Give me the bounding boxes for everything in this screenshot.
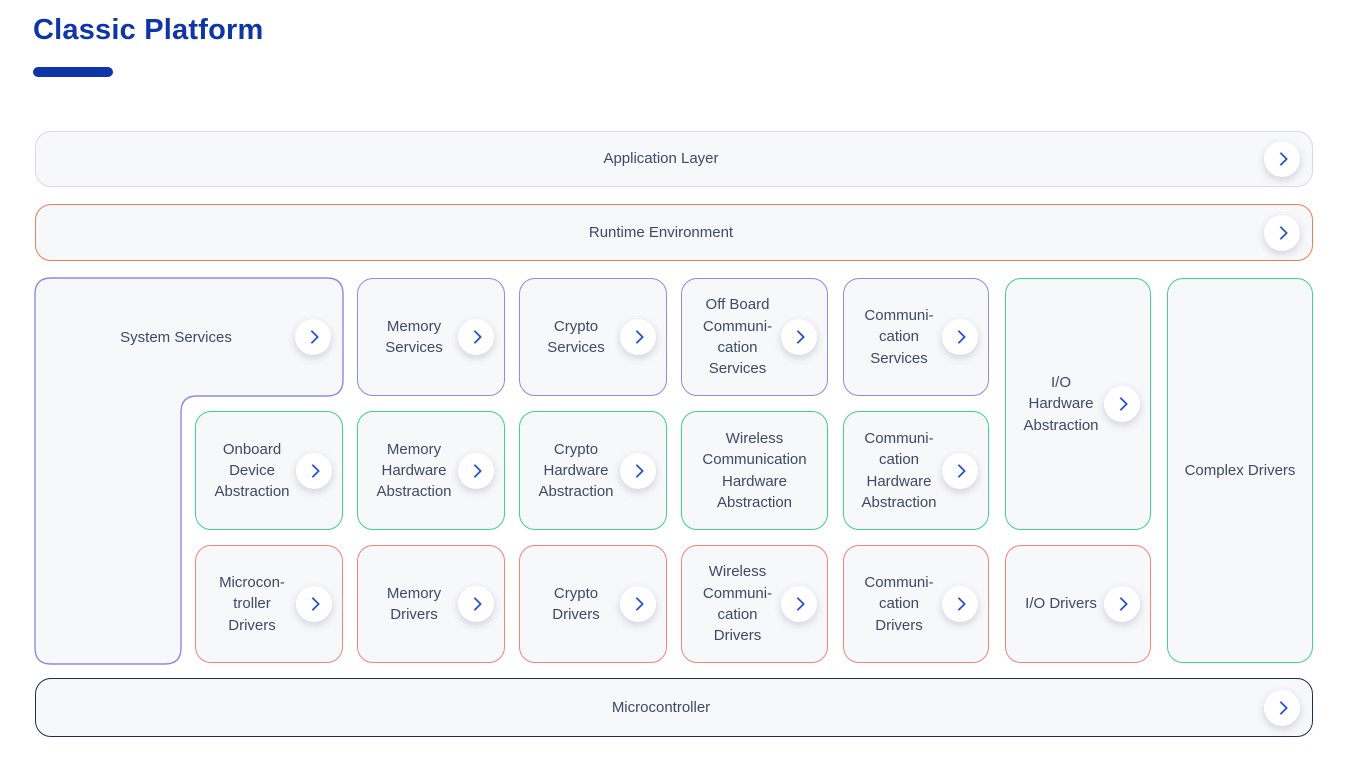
chevron-glyph <box>305 463 320 478</box>
box-label: Memory Drivers <box>386 584 442 623</box>
box-wireless-communication-hardware-abstraction[interactable]: Wireless Communication Hardware Abstract… <box>681 411 828 530</box>
box-memory-drivers[interactable]: Memory Drivers <box>357 545 505 663</box>
chevron-right-icon[interactable] <box>458 319 494 355</box>
chevron-glyph <box>951 463 966 478</box>
chevron-glyph <box>1113 596 1128 612</box>
chevron-glyph <box>304 329 319 345</box>
box-crypto-drivers[interactable]: Crypto Drivers <box>519 545 667 663</box>
box-label: Off Board Communi- cation Services <box>702 296 773 378</box>
page-title: Classic Platform <box>33 14 264 46</box>
box-complex-drivers[interactable]: Complex Drivers <box>1167 278 1313 663</box>
box-label: Crypto Drivers <box>552 584 600 623</box>
box-io-drivers[interactable]: I/O Drivers <box>1005 545 1151 663</box>
chevron-glyph <box>305 596 320 612</box>
chevron-glyph <box>467 329 482 345</box>
chevron-right-icon[interactable] <box>1264 214 1300 251</box>
box-label: Wireless Communi- cation Drivers <box>702 563 773 645</box>
chevron-glyph <box>629 596 644 612</box>
chevron-right-icon[interactable] <box>1264 141 1300 177</box>
chevron-right-icon[interactable] <box>296 586 332 622</box>
chevron-right-icon[interactable] <box>458 586 494 622</box>
chevron-glyph <box>790 329 805 345</box>
box-communication-hardware-abstraction[interactable]: Communi- cation Hardware Abstraction <box>843 411 989 530</box>
layer-application-label: Application Layer <box>603 150 719 168</box>
layer-application[interactable]: Application Layer <box>35 131 1313 187</box>
box-crypto-hardware-abstraction[interactable]: Crypto Hardware Abstraction <box>519 411 667 530</box>
system-services-label: System Services <box>120 328 232 346</box>
box-system-services-shape <box>34 277 344 665</box>
box-label: I/O Hardware Abstraction <box>1023 374 1099 434</box>
chevron-glyph <box>790 596 805 612</box>
chevron-glyph <box>1113 396 1128 412</box>
box-io-hardware-abstraction[interactable]: I/O Hardware Abstraction <box>1005 278 1151 530</box>
title-underline <box>33 67 113 77</box>
box-memory-services[interactable]: Memory Services <box>357 278 505 396</box>
box-label: Crypto Hardware Abstraction <box>538 440 614 501</box>
chevron-glyph <box>1273 151 1288 167</box>
chevron-right-icon[interactable] <box>296 452 332 489</box>
box-memory-hardware-abstraction[interactable]: Memory Hardware Abstraction <box>357 411 505 530</box>
chevron-right-icon[interactable] <box>458 452 494 489</box>
chevron-glyph <box>629 463 644 478</box>
box-label: Memory Hardware Abstraction <box>376 440 452 501</box>
box-label: Onboard Device Abstraction <box>214 440 290 501</box>
layer-runtime-environment[interactable]: Runtime Environment <box>35 204 1313 261</box>
box-off-board-communication-services[interactable]: Off Board Communi- cation Services <box>681 278 828 396</box>
chevron-right-icon[interactable] <box>620 586 656 622</box>
chevron-glyph <box>1273 225 1288 240</box>
chevron-glyph <box>467 596 482 612</box>
box-communication-drivers[interactable]: Communi- cation Drivers <box>843 545 989 663</box>
box-label: Memory Services <box>385 317 443 356</box>
chevron-right-icon[interactable] <box>781 586 817 622</box>
box-microcontroller-drivers[interactable]: Microcon- troller Drivers <box>195 545 343 663</box>
box-label: Complex Drivers <box>1184 461 1296 479</box>
box-label: Crypto Services <box>547 317 605 356</box>
layer-microcontroller-label: Microcontroller <box>611 698 711 716</box>
chevron-right-icon[interactable] <box>620 319 656 355</box>
chevron-right-icon[interactable] <box>781 319 817 355</box>
chevron-glyph <box>467 463 482 478</box>
box-onboard-device-abstraction[interactable]: Onboard Device Abstraction <box>195 411 343 530</box>
box-communication-services[interactable]: Communi- cation Services <box>843 278 989 396</box>
chevron-right-icon[interactable] <box>942 319 978 355</box>
box-label: I/O Drivers <box>1025 595 1097 613</box>
layer-microcontroller[interactable]: Microcontroller <box>35 678 1313 737</box>
box-label: Communi- cation Services <box>864 307 934 367</box>
box-system-services[interactable]: System Services <box>35 278 343 396</box>
box-label: Wireless Communication Hardware Abstract… <box>702 429 807 511</box>
chevron-glyph <box>629 329 644 345</box>
box-label: Communi- cation Drivers <box>864 574 934 634</box>
box-crypto-services[interactable]: Crypto Services <box>519 278 667 396</box>
chevron-glyph <box>951 596 966 612</box>
chevron-right-icon[interactable] <box>295 319 331 355</box>
chevron-right-icon[interactable] <box>1104 586 1140 622</box>
chevron-right-icon[interactable] <box>942 452 978 489</box>
box-label: Microcon- troller Drivers <box>219 574 285 634</box>
chevron-glyph <box>1273 700 1288 715</box>
layer-runtime-label: Runtime Environment <box>588 223 734 241</box>
chevron-right-icon[interactable] <box>1264 689 1300 726</box>
box-wireless-communication-drivers[interactable]: Wireless Communi- cation Drivers <box>681 545 828 663</box>
chevron-right-icon[interactable] <box>942 586 978 622</box>
chevron-glyph <box>951 329 966 345</box>
chevron-right-icon[interactable] <box>620 452 656 489</box>
box-label: Communi- cation Hardware Abstraction <box>861 429 937 511</box>
chevron-right-icon[interactable] <box>1104 386 1140 422</box>
